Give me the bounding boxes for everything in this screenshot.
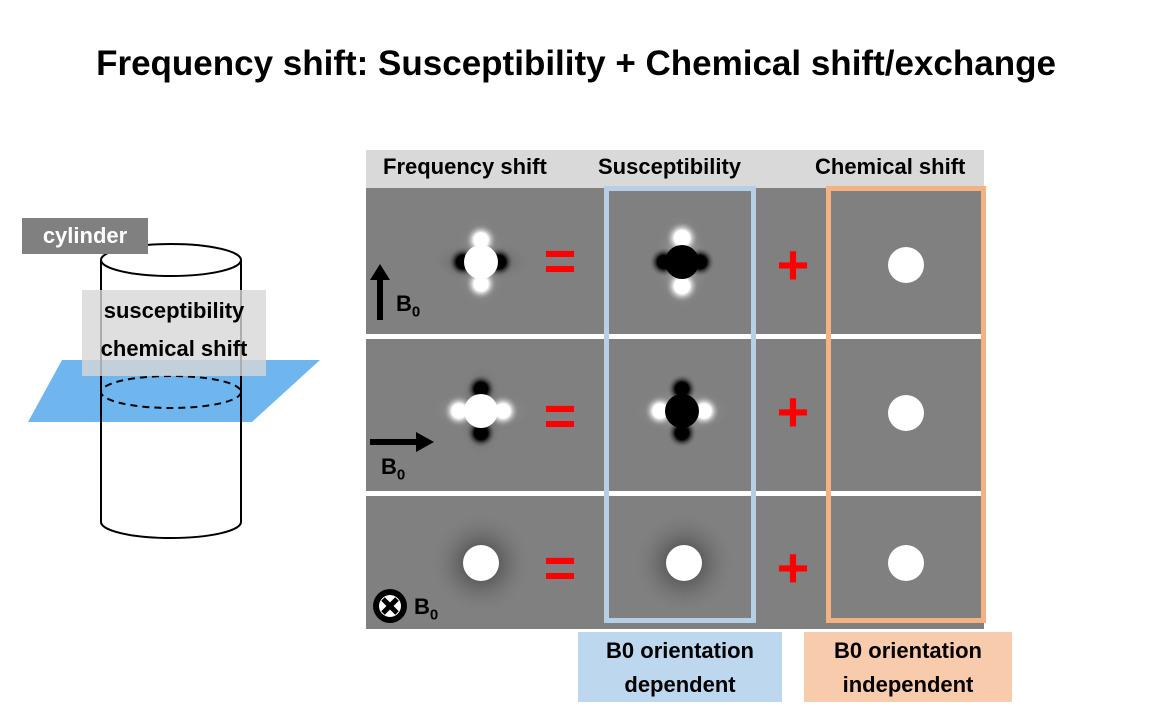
column-header-band	[366, 150, 984, 188]
plus-sign-row2: +	[776, 380, 810, 443]
b0-label-row1: B0	[396, 291, 421, 321]
orientation-dependent-label: B0 orientation dependent	[578, 632, 782, 702]
column-header-frequency-shift: Frequency shift	[383, 154, 547, 179]
susceptibility-panel-row3	[606, 497, 754, 629]
cylinder-properties: susceptibility chemical shift	[82, 290, 266, 376]
chemical-shift-panel-row1	[828, 190, 984, 326]
plus-sign-row3: +	[776, 536, 810, 599]
row-separator	[366, 491, 984, 496]
susceptibility-panel-row1	[606, 190, 754, 326]
equals-sign-row1: =	[543, 229, 577, 292]
b0-up-arrow-icon	[370, 264, 390, 320]
susceptibility-column-frame	[604, 186, 756, 623]
b0-label-row3: B0	[414, 594, 439, 624]
susceptibility-panel-row2	[606, 341, 754, 491]
chemical-shift-panel-row2	[828, 341, 984, 491]
frequency-shift-panel-row2	[366, 341, 606, 477]
page-title: Frequency shift: Susceptibility + Chemic…	[96, 44, 1056, 83]
frequency-shift-panel-row1	[366, 190, 606, 326]
property-susceptibility: susceptibility	[103, 298, 245, 323]
column-header-susceptibility: Susceptibility	[598, 154, 742, 179]
column-header-chemical-shift: Chemical shift	[815, 154, 966, 179]
chemical-shift-column-frame	[826, 186, 986, 623]
chemical-shift-panel-row3	[828, 497, 984, 629]
cylinder-diagram	[28, 243, 320, 539]
equals-sign-row2: =	[543, 384, 577, 447]
b0-into-page-icon	[373, 589, 407, 623]
property-chemical-shift: chemical shift	[100, 336, 248, 361]
row-separator	[366, 334, 984, 339]
orientation-independent-label: B0 orientation independent	[804, 632, 1012, 702]
b0-right-arrow-icon	[370, 432, 434, 452]
plus-sign-row1: +	[776, 233, 810, 296]
equals-sign-row3: =	[543, 536, 577, 599]
b0-label-row2: B0	[381, 454, 406, 484]
cylinder-label: cylinder	[22, 218, 148, 254]
